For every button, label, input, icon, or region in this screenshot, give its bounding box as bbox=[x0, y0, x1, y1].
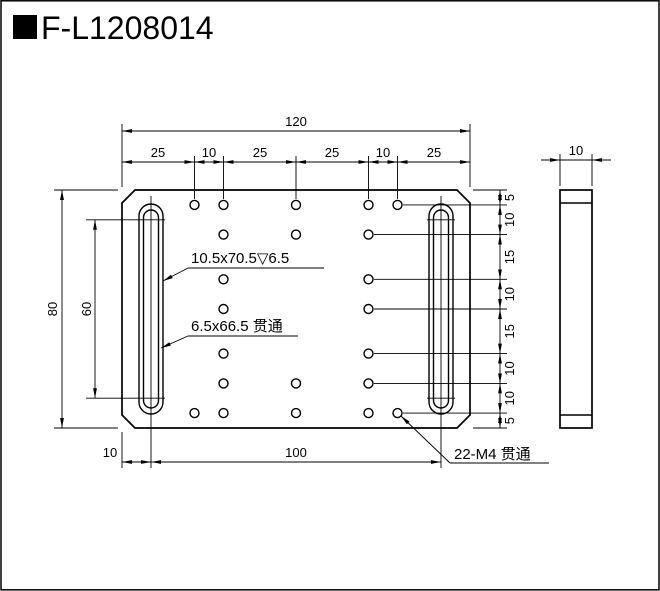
side-view-outline bbox=[559, 189, 593, 429]
left-slot-counterbore bbox=[138, 203, 164, 415]
dim-top-chain-1: 10 bbox=[202, 145, 216, 160]
m4-hole bbox=[218, 407, 229, 419]
dim-right-chain-3: 10 bbox=[502, 287, 517, 301]
dim-top-chain-4: 10 bbox=[376, 145, 390, 160]
dim-top-chain-2: 25 bbox=[253, 145, 267, 160]
dimension-lines bbox=[54, 124, 611, 468]
m4-hole-grid bbox=[189, 199, 403, 419]
m4-hole bbox=[189, 407, 200, 419]
m4-hole bbox=[218, 378, 229, 389]
dim-overall-height: 80 bbox=[45, 302, 60, 316]
dim-top-chain-3: 25 bbox=[325, 145, 339, 160]
m4-hole bbox=[363, 348, 374, 359]
m4-hole bbox=[218, 229, 229, 240]
m4-hole bbox=[363, 378, 374, 389]
left-slot-through bbox=[142, 209, 160, 409]
m4-hole bbox=[392, 199, 403, 211]
dim-top-chain-5: 25 bbox=[427, 145, 441, 160]
dim-right-chain-1: 10 bbox=[502, 213, 517, 227]
dim-slot-span-horizontal: 100 bbox=[285, 445, 307, 460]
m4-hole bbox=[363, 199, 374, 211]
note-counterbore-slot: 10.5x70.5▽6.5 bbox=[191, 250, 289, 267]
dim-right-chain-7: 5 bbox=[502, 417, 517, 424]
dim-slot-offset-left: 10 bbox=[103, 445, 117, 460]
dim-slot-span-vertical: 60 bbox=[79, 302, 94, 316]
note-tapped-holes: 22-M4 贯通 bbox=[454, 446, 531, 463]
dim-right-chain-4: 15 bbox=[502, 324, 517, 338]
m4-hole bbox=[218, 274, 229, 285]
plate-outline bbox=[121, 189, 471, 429]
front-view bbox=[121, 189, 471, 429]
dim-right-chain-6: 10 bbox=[502, 391, 517, 405]
part-number: F-L1208014 bbox=[41, 10, 214, 46]
title-block: F-L1208014 bbox=[13, 10, 214, 46]
dim-right-chain-0: 5 bbox=[502, 194, 517, 201]
dim-side-thickness: 10 bbox=[569, 143, 583, 158]
left-slot bbox=[137, 196, 165, 421]
m4-hole bbox=[189, 199, 200, 211]
m4-hole bbox=[363, 303, 374, 315]
dim-top-chain-0: 25 bbox=[151, 145, 165, 160]
note-through-slot: 6.5x66.5 贯通 bbox=[191, 318, 283, 335]
dim-overall-width: 120 bbox=[285, 114, 307, 129]
right-slot-counterbore bbox=[428, 203, 454, 415]
m4-hole bbox=[290, 199, 302, 211]
right-slot bbox=[427, 196, 455, 421]
side-view bbox=[559, 189, 593, 429]
title-square-bullet bbox=[13, 15, 37, 39]
m4-hole bbox=[363, 407, 374, 419]
dimension-texts: 120 25 10 25 25 10 25 80 60 10 100 5 10 … bbox=[45, 114, 583, 460]
m4-hole bbox=[363, 274, 374, 285]
m4-hole bbox=[218, 348, 229, 359]
annotations: 10.5x70.5▽6.5 6.5x66.5 贯通 22-M4 贯通 bbox=[160, 250, 549, 464]
right-slot-through bbox=[432, 209, 450, 409]
m4-hole bbox=[290, 407, 302, 419]
m4-hole bbox=[218, 199, 229, 211]
m4-hole bbox=[392, 407, 403, 419]
m4-hole bbox=[363, 229, 374, 240]
dim-right-chain-2: 15 bbox=[502, 250, 517, 264]
dim-right-chain-5: 10 bbox=[502, 361, 517, 375]
m4-hole bbox=[290, 229, 302, 240]
m4-hole bbox=[218, 303, 229, 315]
m4-hole bbox=[290, 378, 302, 389]
